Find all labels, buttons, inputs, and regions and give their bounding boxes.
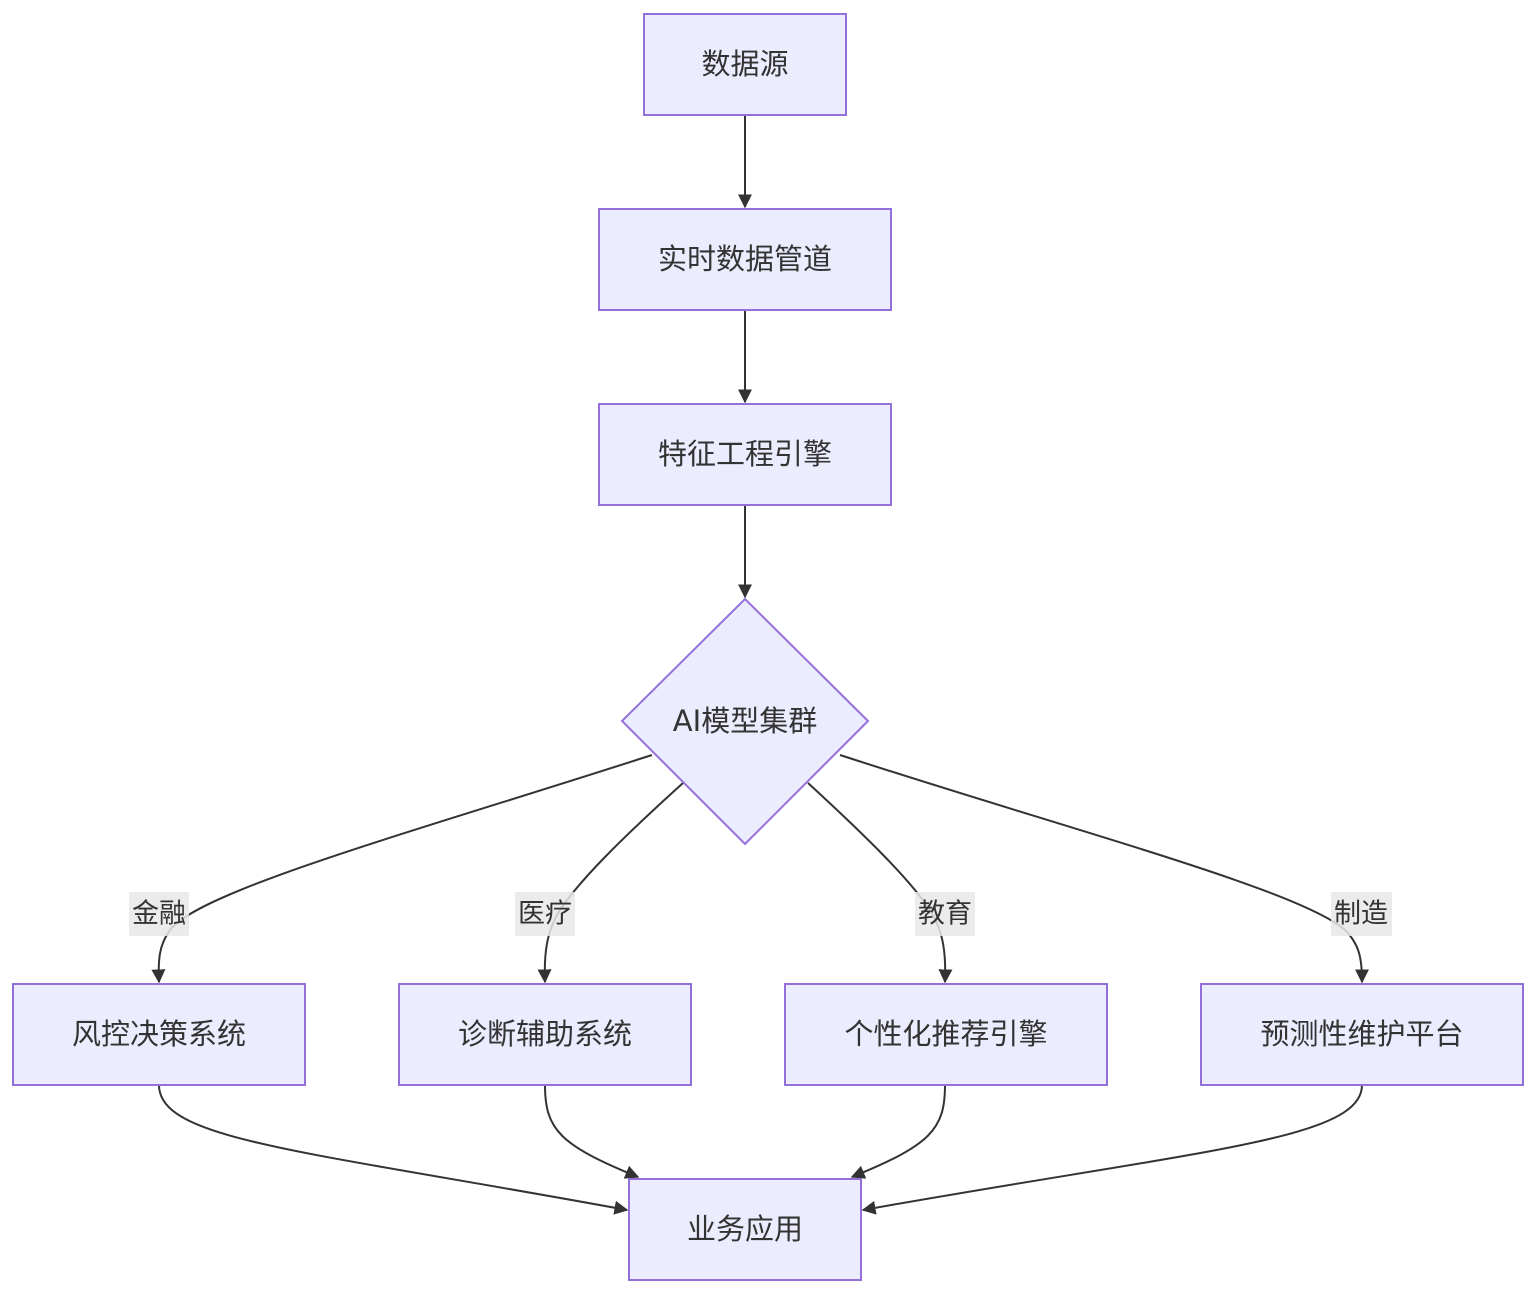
edge-label-medical-text: 医疗 xyxy=(518,899,572,930)
node-personalized-recommend-label: 个性化推荐引擎 xyxy=(844,1017,1047,1051)
node-feature-engine[interactable]: 特征工程引擎 xyxy=(598,403,892,506)
edge-risk-to-business xyxy=(158,1084,629,1215)
edge-label-medical: 医疗 xyxy=(515,892,575,936)
node-realtime-pipeline[interactable]: 实时数据管道 xyxy=(598,208,892,311)
node-realtime-pipeline-label: 实时数据管道 xyxy=(658,242,832,276)
edge-cluster-to-risk xyxy=(151,754,653,984)
edge-cluster-to-diagnosis xyxy=(537,782,684,984)
node-business-application-label: 业务应用 xyxy=(687,1212,803,1246)
node-predictive-maintenance-label: 预测性维护平台 xyxy=(1260,1017,1463,1051)
node-data-source[interactable]: 数据源 xyxy=(643,13,847,116)
node-ai-model-cluster-label: AI模型集群 xyxy=(673,704,817,738)
edge-label-finance-text: 金融 xyxy=(132,899,186,930)
edge-cluster-to-maintenance xyxy=(839,754,1369,984)
node-diagnosis-assist-label: 诊断辅助系统 xyxy=(458,1017,632,1051)
node-risk-decision-label: 风控决策系统 xyxy=(72,1017,246,1051)
node-risk-decision[interactable]: 风控决策系统 xyxy=(12,983,306,1086)
edge-cluster-to-recommend xyxy=(807,782,953,984)
edge-label-manufacturing: 制造 xyxy=(1331,892,1392,936)
node-business-application[interactable]: 业务应用 xyxy=(628,1178,862,1281)
node-diagnosis-assist[interactable]: 诊断辅助系统 xyxy=(398,983,692,1086)
edge-label-finance: 金融 xyxy=(129,892,189,936)
node-personalized-recommend[interactable]: 个性化推荐引擎 xyxy=(784,983,1108,1086)
edge-diagnosis-to-business xyxy=(544,1084,640,1179)
edge-maintenance-to-business xyxy=(861,1084,1363,1215)
edge-recommend-to-business xyxy=(850,1084,946,1179)
node-data-source-label: 数据源 xyxy=(701,47,788,81)
edge-label-education-text: 教育 xyxy=(918,899,972,930)
edge-label-manufacturing-text: 制造 xyxy=(1334,899,1388,930)
node-predictive-maintenance[interactable]: 预测性维护平台 xyxy=(1200,983,1524,1086)
edge-label-education: 教育 xyxy=(915,892,975,936)
node-ai-model-cluster[interactable]: AI模型集群 xyxy=(620,597,870,846)
node-feature-engine-label: 特征工程引擎 xyxy=(658,437,832,471)
